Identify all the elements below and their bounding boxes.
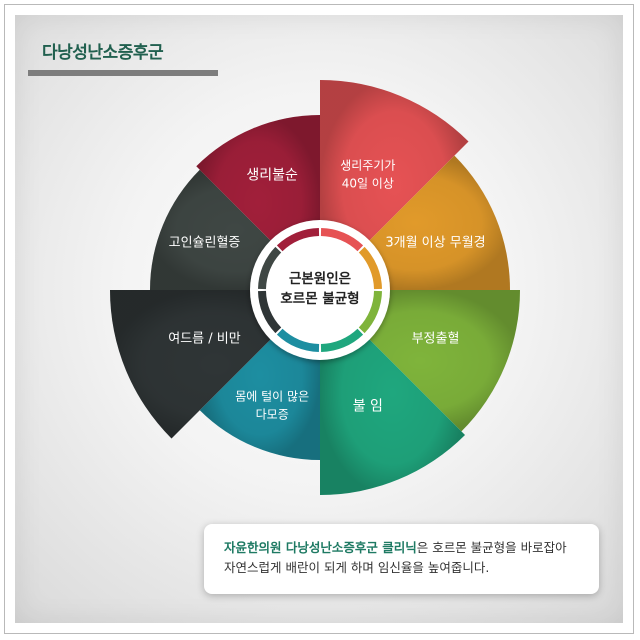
hub-ring-arc-6	[258, 290, 282, 334]
wheel-hub: 근본원인은 호르몬 불균형	[250, 220, 390, 360]
page-title: 다낭성난소증후군	[42, 43, 164, 63]
hub-ring-arc-4	[320, 328, 364, 352]
hub-ring-arc-2	[358, 246, 382, 290]
hub-ring-arc-3	[358, 290, 382, 334]
callout-line2: 자연스럽게 배란이 되게 하며 임신율을 높여줍니다.	[224, 560, 490, 575]
sector-label-6-line-1: 여드름 / 비만	[168, 331, 240, 346]
sector-label-1-line-1: 생리주기가	[340, 159, 395, 173]
hub-text-line2: 호르몬 불균형	[280, 290, 359, 307]
hub-inner-disc	[269, 239, 371, 341]
sector-label-4-line-1: 불 임	[353, 398, 383, 414]
title-underline	[28, 70, 218, 76]
sector-label-8-line-1: 생리불순	[246, 167, 298, 183]
sector-label-1-line-2: 40일 이상	[342, 177, 394, 191]
callout-line1: 자윤한의원 다낭성난소증후군 클리닉은 호르몬 불균형을 바로잡아	[224, 538, 583, 558]
sector-label-2-line-1: 3개월 이상 무월경	[385, 236, 485, 251]
hub-text-line1: 근본원인은	[289, 270, 351, 287]
sector-label-7-line-1: 고인슐린혈증	[169, 236, 241, 251]
hub-ring-arc-5	[276, 328, 320, 352]
callout-highlight: 자윤한의원 다낭성난소증후군 클리닉	[224, 540, 417, 555]
description-callout: 자윤한의원 다낭성난소증후군 클리닉은 호르몬 불균형을 바로잡아 자연스럽게 …	[204, 524, 599, 594]
callout-line1-rest: 은 호르몬 불균형을 바로잡아	[416, 540, 567, 555]
wheel-sectors	[110, 80, 520, 495]
sector-label-5-line-2: 다모증	[256, 408, 289, 422]
sector-label-5-line-1: 몸에 털이 많은	[235, 390, 309, 404]
hub-ring-arc-1	[320, 228, 364, 252]
hub-ring-arc-7	[258, 246, 282, 290]
hub-ring-arc-8	[276, 228, 320, 252]
hub-color-ring	[258, 228, 382, 352]
sector-label-3-line-1: 부정출혈	[412, 331, 460, 346]
